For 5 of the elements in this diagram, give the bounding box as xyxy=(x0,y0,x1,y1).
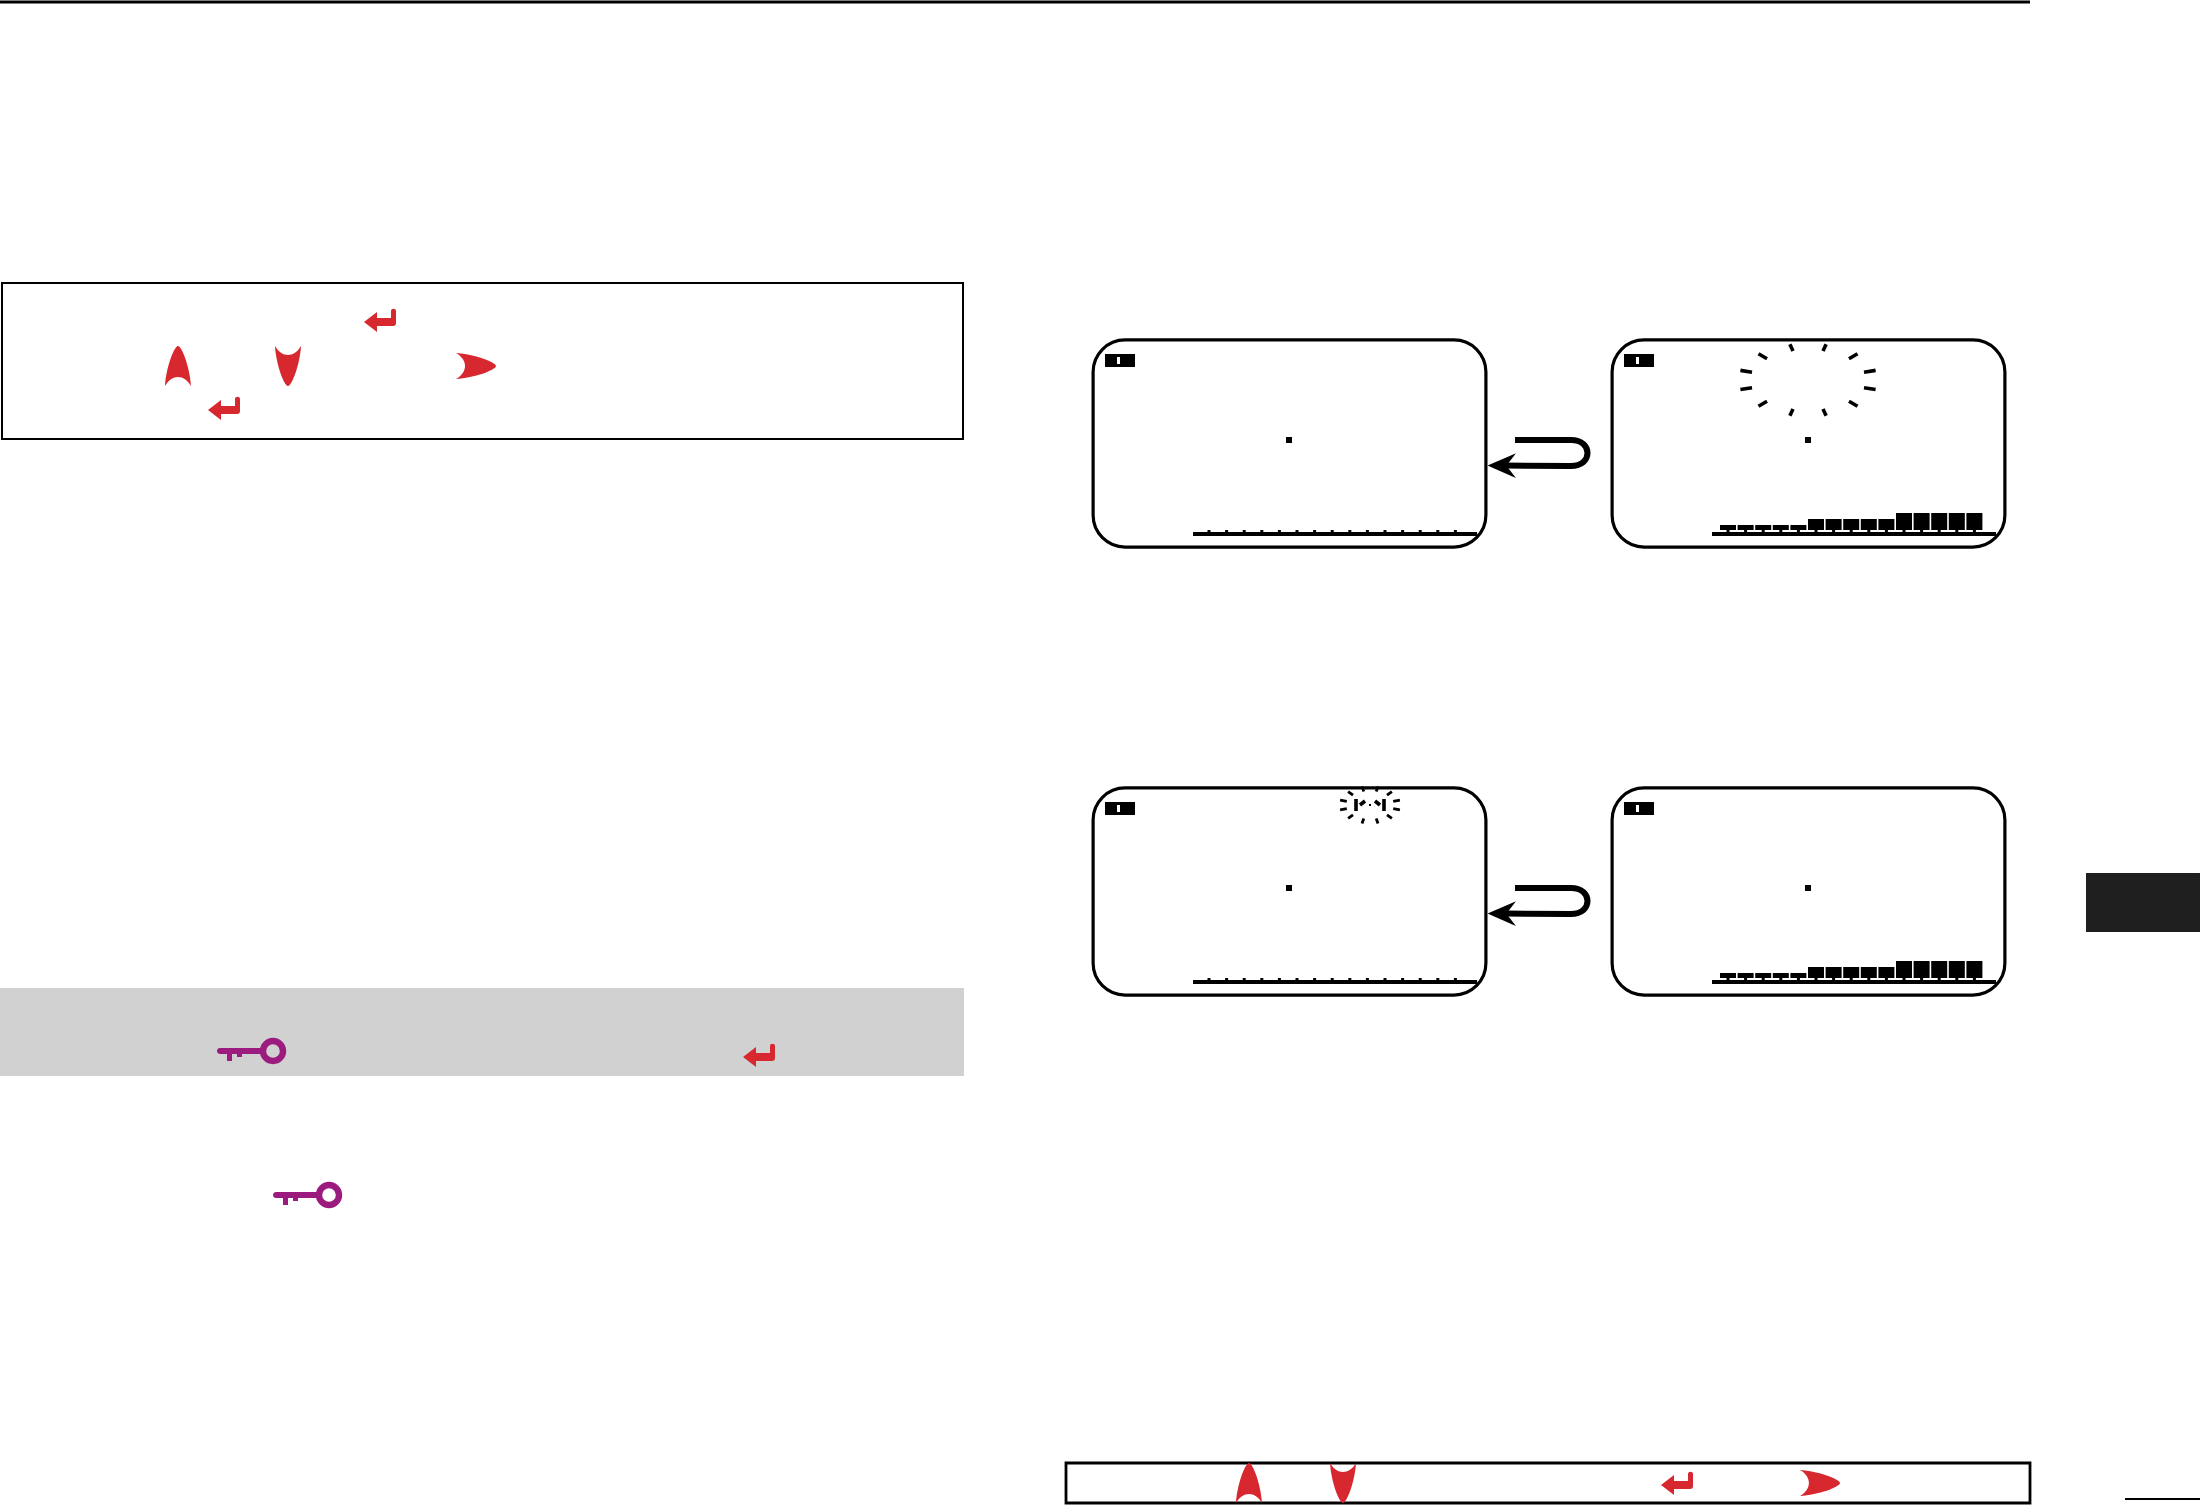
lcd-display xyxy=(1091,786,1488,997)
lcd-display xyxy=(1610,338,2007,549)
lcd-display xyxy=(1610,786,2007,997)
lcd-display xyxy=(1091,338,1488,549)
section-tab xyxy=(2086,872,2200,933)
